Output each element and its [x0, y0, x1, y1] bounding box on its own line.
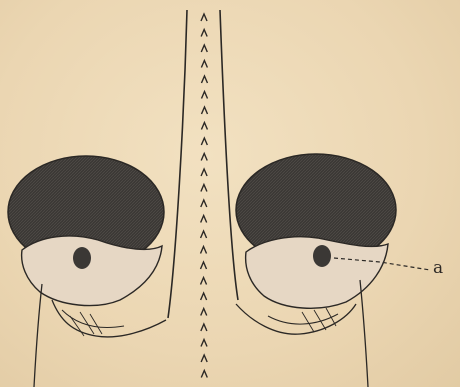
chevron-mark: [201, 169, 207, 176]
chevron-mark: [201, 45, 207, 52]
chevron-mark: [201, 324, 207, 331]
chevron-mark: [201, 14, 207, 21]
chevron-mark: [201, 309, 207, 316]
chevron-mark: [201, 340, 207, 347]
left-eye-cup: [8, 156, 166, 387]
chevron-mark: [201, 262, 207, 269]
chevron-mark: [201, 355, 207, 362]
chevron-mark: [201, 76, 207, 83]
chevron-mark: [201, 30, 207, 37]
chevron-mark: [201, 216, 207, 223]
chevron-mark: [201, 371, 207, 378]
chevron-mark: [201, 278, 207, 285]
chevron-mark: [201, 154, 207, 161]
chevron-mark: [201, 61, 207, 68]
optic-nerve: [360, 280, 368, 387]
optic-nerve: [34, 284, 42, 387]
chevron-mark: [201, 123, 207, 130]
chevron-mark: [201, 293, 207, 300]
chevron-mark: [201, 231, 207, 238]
right-eye-cup: [236, 154, 396, 387]
label-a: a: [433, 258, 443, 278]
chevron-mark: [201, 200, 207, 207]
midline-chevrons: [201, 14, 208, 378]
midline-canal: [168, 10, 238, 318]
chevron-mark: [201, 185, 207, 192]
pupil: [313, 245, 331, 267]
chevron-mark: [201, 138, 207, 145]
chevron-mark: [201, 107, 207, 114]
pupil: [73, 247, 91, 269]
chevron-mark: [201, 92, 207, 99]
chevron-mark: [201, 247, 207, 254]
